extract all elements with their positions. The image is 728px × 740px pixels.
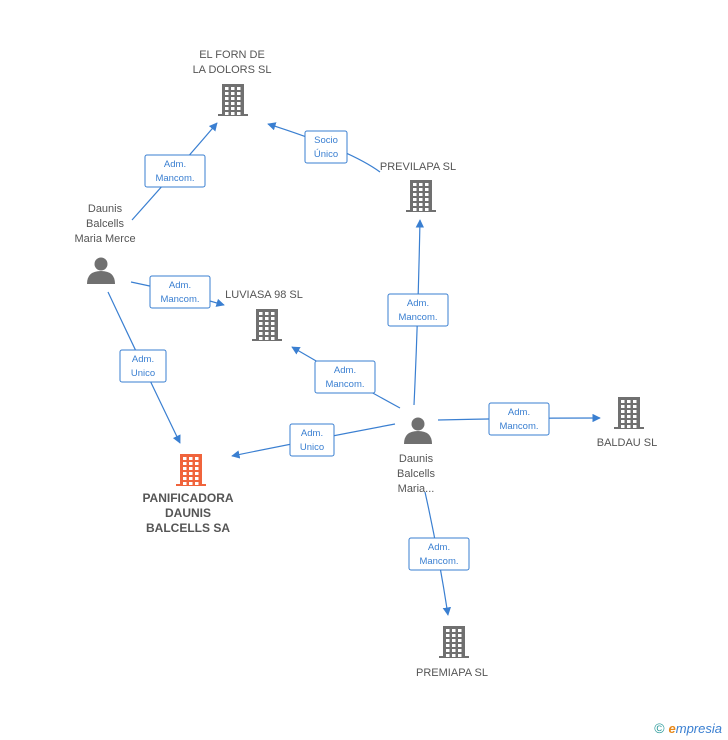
node-maria[interactable]: DaunisBalcellsMaria... — [397, 417, 435, 496]
edge-label-text: Adm. — [428, 542, 450, 553]
node-label: LUVIASA 98 SL — [225, 289, 303, 301]
person-icon — [404, 417, 432, 444]
node-label: Balcells — [86, 218, 124, 230]
edge-label-text: Adm. — [508, 407, 530, 418]
edge-label-box — [119, 349, 167, 383]
edge-label-text: Adm. — [132, 354, 154, 365]
brand-initial: e — [668, 721, 676, 736]
edge-label-text: Mancom. — [325, 379, 364, 390]
building-icon — [614, 397, 644, 429]
footer-brand: ©empresia — [654, 720, 722, 736]
edge-label-box — [387, 293, 449, 327]
edge-label-text: Adm. — [164, 159, 186, 170]
edge-merce-to-luviasa: Adm. Mancom. — [130, 275, 225, 309]
edge-label-text: Mancom. — [160, 294, 199, 305]
edge-label-text: Adm. — [301, 428, 323, 439]
person-icon — [87, 257, 115, 284]
building-icon — [406, 180, 436, 212]
edge-label-text: Mancom. — [499, 421, 538, 432]
edge-label-text: Unico — [300, 442, 324, 453]
building-icon — [218, 84, 248, 116]
edge-label-text: Mancom. — [398, 312, 437, 323]
edge-label-text: Adm. — [169, 280, 191, 291]
edge-label-text: Único — [314, 149, 338, 160]
edge-label-text: Unico — [131, 368, 155, 379]
edge-label-text: Mancom. — [155, 173, 194, 184]
edge-label-text: Socio — [314, 135, 338, 146]
edge-label-box — [488, 402, 550, 436]
edge-merce-to-panificadora: Adm. Unico — [107, 291, 181, 444]
node-label: Balcells — [397, 468, 435, 480]
edge-maria-to-panificadora: Adm. Unico — [231, 423, 396, 459]
node-label: DAUNIS — [165, 506, 211, 520]
edge-maria-to-luviasa: Adm. Mancom. — [291, 346, 401, 409]
node-label: BALCELLS SA — [146, 521, 230, 535]
brand-name: mpresia — [675, 721, 722, 736]
edge-label-box — [408, 537, 470, 571]
node-forn[interactable]: EL FORN DE LA DOLORS SL — [193, 49, 272, 116]
edge-maria-to-premiapa: Adm. Mancom. — [408, 491, 470, 616]
node-label: PREMIAPA SL — [416, 667, 488, 679]
edge-label-text: Adm. — [334, 365, 356, 376]
edge-maria-to-baldau: Adm. Mancom. — [437, 402, 601, 436]
edge-merce-to-forn: Adm. Mancom. — [131, 122, 218, 221]
node-premiapa[interactable]: PREMIAPA SL — [416, 626, 488, 679]
edge-label-box — [144, 154, 206, 188]
node-label: Daunis — [88, 203, 123, 215]
edge-label-box — [289, 423, 335, 457]
node-baldau[interactable]: BALDAU SL — [597, 397, 658, 449]
edge-label-box — [149, 275, 211, 309]
edge-label-box — [314, 360, 376, 394]
node-label: Maria Merce — [74, 233, 135, 245]
node-previlapa[interactable]: PREVILAPA SL — [380, 161, 456, 212]
edge-label-text: Mancom. — [419, 556, 458, 567]
node-label: LA DOLORS SL — [193, 64, 272, 76]
edge-maria-to-previlapa: Adm. Mancom. — [387, 219, 449, 406]
node-label: PREVILAPA SL — [380, 161, 456, 173]
node-label: PANIFICADORA — [142, 491, 233, 505]
node-label: BALDAU SL — [597, 437, 658, 449]
node-label: Daunis — [399, 453, 434, 465]
node-label: Maria... — [398, 483, 435, 495]
edge-label-text: Adm. — [407, 298, 429, 309]
building-icon — [439, 626, 469, 658]
building-icon — [252, 309, 282, 341]
node-label: EL FORN DE — [199, 49, 265, 61]
building-icon — [176, 454, 206, 486]
node-luviasa[interactable]: LUVIASA 98 SL — [225, 289, 303, 341]
copyright-icon: © — [654, 720, 665, 736]
edge-label-box — [304, 130, 348, 164]
nodes-layer: EL FORN DE LA DOLORS SL PREVILAPA SL LUVIAS… — [74, 49, 657, 679]
